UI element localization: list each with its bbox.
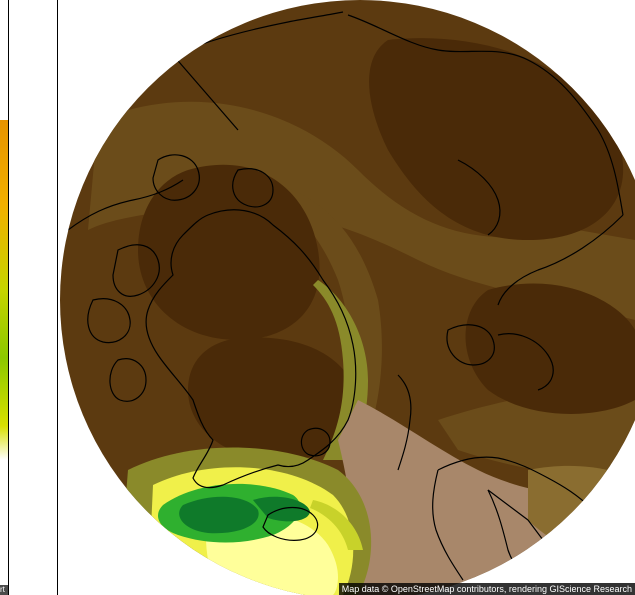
field-core-west: [138, 164, 320, 340]
panel-divider: [57, 0, 58, 595]
coastline-svalbard: [300, 427, 331, 457]
coastline-greenland: [145, 209, 357, 489]
field-band-north: [88, 101, 635, 320]
coastline-siberia-east: [347, 14, 624, 216]
coastline-kola: [437, 456, 594, 511]
coastline-island-3: [152, 154, 200, 201]
coastline-taymyr: [497, 333, 554, 391]
field-core-siberia: [465, 283, 635, 414]
adjacent-map-color-field: [0, 120, 8, 460]
field-dark-green: [179, 496, 259, 534]
field-yellow-green-fringe: [310, 500, 363, 550]
coastline-island-1: [112, 244, 160, 297]
coastline-siberia-central: [497, 214, 624, 306]
field-core-greenland: [188, 337, 359, 460]
coastline-severnaya-zemlya: [446, 324, 495, 366]
polar-map-panel[interactable]: Map data © OpenStreetMap contributors, r…: [58, 0, 635, 595]
map-attribution[interactable]: Map data © OpenStreetMap contributors, r…: [338, 583, 635, 595]
adjacent-map-panel: rt: [0, 0, 9, 595]
field-layer: [60, 0, 635, 595]
coastline-canada-north: [67, 179, 184, 231]
coastline-island-4: [232, 168, 274, 208]
field-khaki-scandinavia: [528, 465, 635, 560]
coastline-island-5: [109, 358, 147, 402]
coastline-norway: [432, 469, 464, 581]
coastline-island-2: [87, 298, 131, 344]
coastline-siberia-bay: [457, 159, 501, 236]
field-core-north: [369, 38, 624, 240]
coastline-iceland: [262, 506, 319, 541]
polar-map-canvas[interactable]: [58, 0, 635, 595]
border-alaska-canada: [172, 54, 239, 131]
adjacent-map-attribution: rt: [0, 585, 8, 595]
coastline-baltic: [527, 539, 574, 586]
coastline-novaya-zemlya: [397, 374, 412, 471]
